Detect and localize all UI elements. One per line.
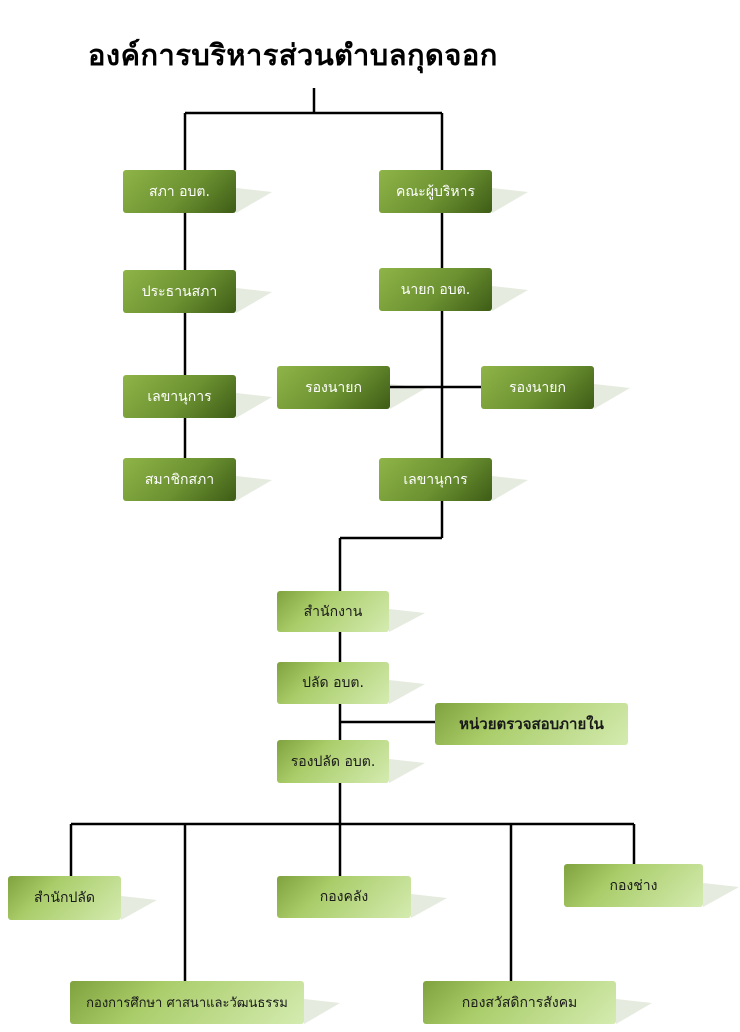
node-palad: ปลัด อบต. [277, 662, 389, 704]
node-prathan-sapha: ประธานสภา [123, 270, 236, 313]
node-kong-suksa: กองการศึกษา ศาสนาและวัฒนธรรม [70, 981, 304, 1024]
node-khana-phoobriharn: คณะผู้บริหาร [379, 170, 492, 213]
box-shadows [121, 188, 739, 1024]
chart-title: องค์การบริหารส่วนตำบลกุดจอก [88, 38, 498, 72]
node-samnakngan: สำนักงาน [277, 591, 389, 632]
node-samnak-palad: สำนักปลัด [8, 876, 121, 920]
node-kong-sawatdikan: กองสวัสดิการสังคม [423, 981, 616, 1024]
node-lekhanukan-sapha: เลขานุการ [123, 375, 236, 418]
node-sapha: สภา อบต. [123, 170, 236, 213]
node-nuay-truat: หน่วยตรวจสอบภายใน [435, 703, 628, 745]
node-rong-nayok-2: รองนายก [481, 366, 594, 409]
node-kong-khlang: กองคลัง [277, 876, 411, 918]
node-rong-nayok-1: รองนายก [277, 366, 390, 409]
node-rong-palad: รองปลัด อบต. [277, 740, 389, 783]
node-nayok: นายก อบต. [379, 268, 492, 311]
connector-lines [69, 88, 636, 981]
node-kong-chang: กองช่าง [564, 864, 703, 907]
node-lekhanukan-nayok: เลขานุการ [379, 458, 492, 501]
node-samachik-sapha: สมาชิกสภา [123, 458, 236, 501]
